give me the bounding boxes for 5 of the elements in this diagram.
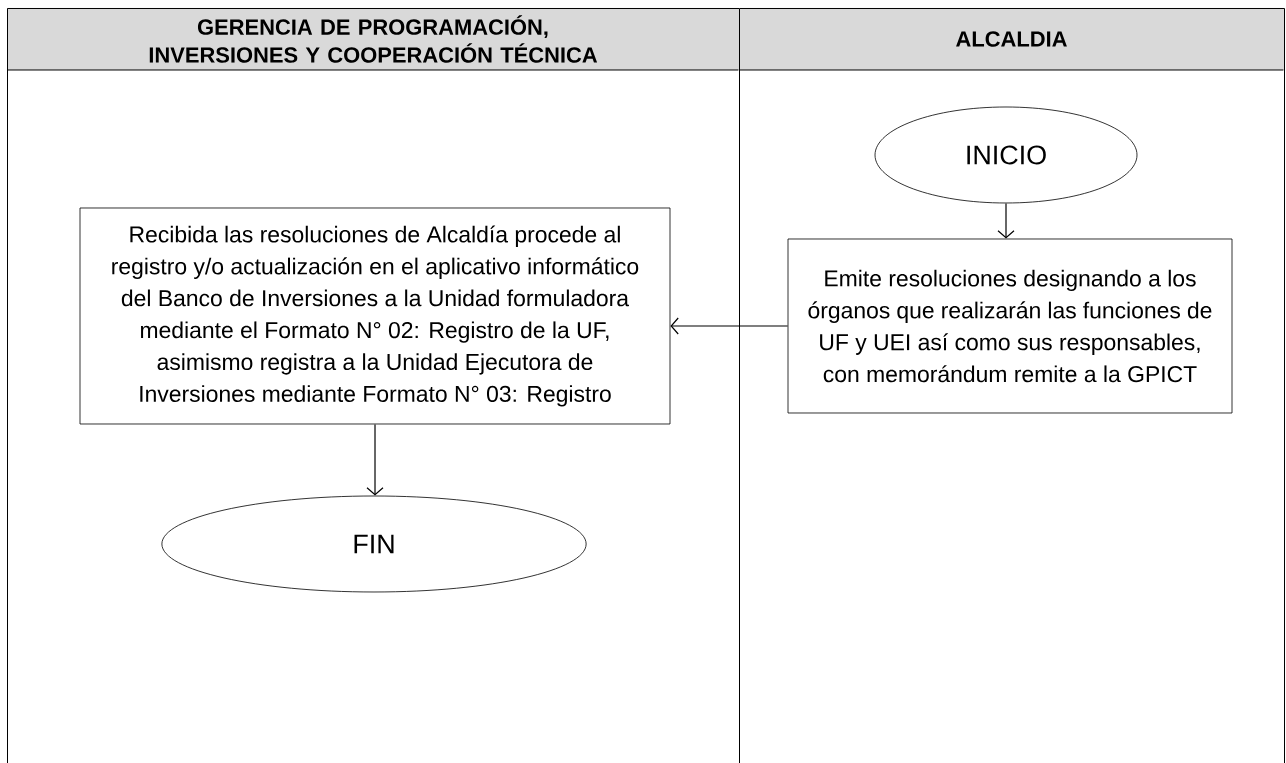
arrow <box>997 202 1015 239</box>
process-box: Recibida las resoluciones de Alcaldía procede al registro y/o actualización en el aplicativo informático del Banco de Inversiones a la Unidad formuladora mediante el Formato N° 02: Registro de la UF, asimismo registra a la Unidad Ejecutora de Inversiones mediante Formato N° 03: Registro <box>79 207 671 425</box>
process-box: Emite resoluciones designando a los órganos que realizarán las funciones de UF y UEI así como sus responsables, con memorándum remite a la GPICT <box>787 238 1233 414</box>
arrow <box>670 317 789 335</box>
arrow <box>366 423 384 496</box>
